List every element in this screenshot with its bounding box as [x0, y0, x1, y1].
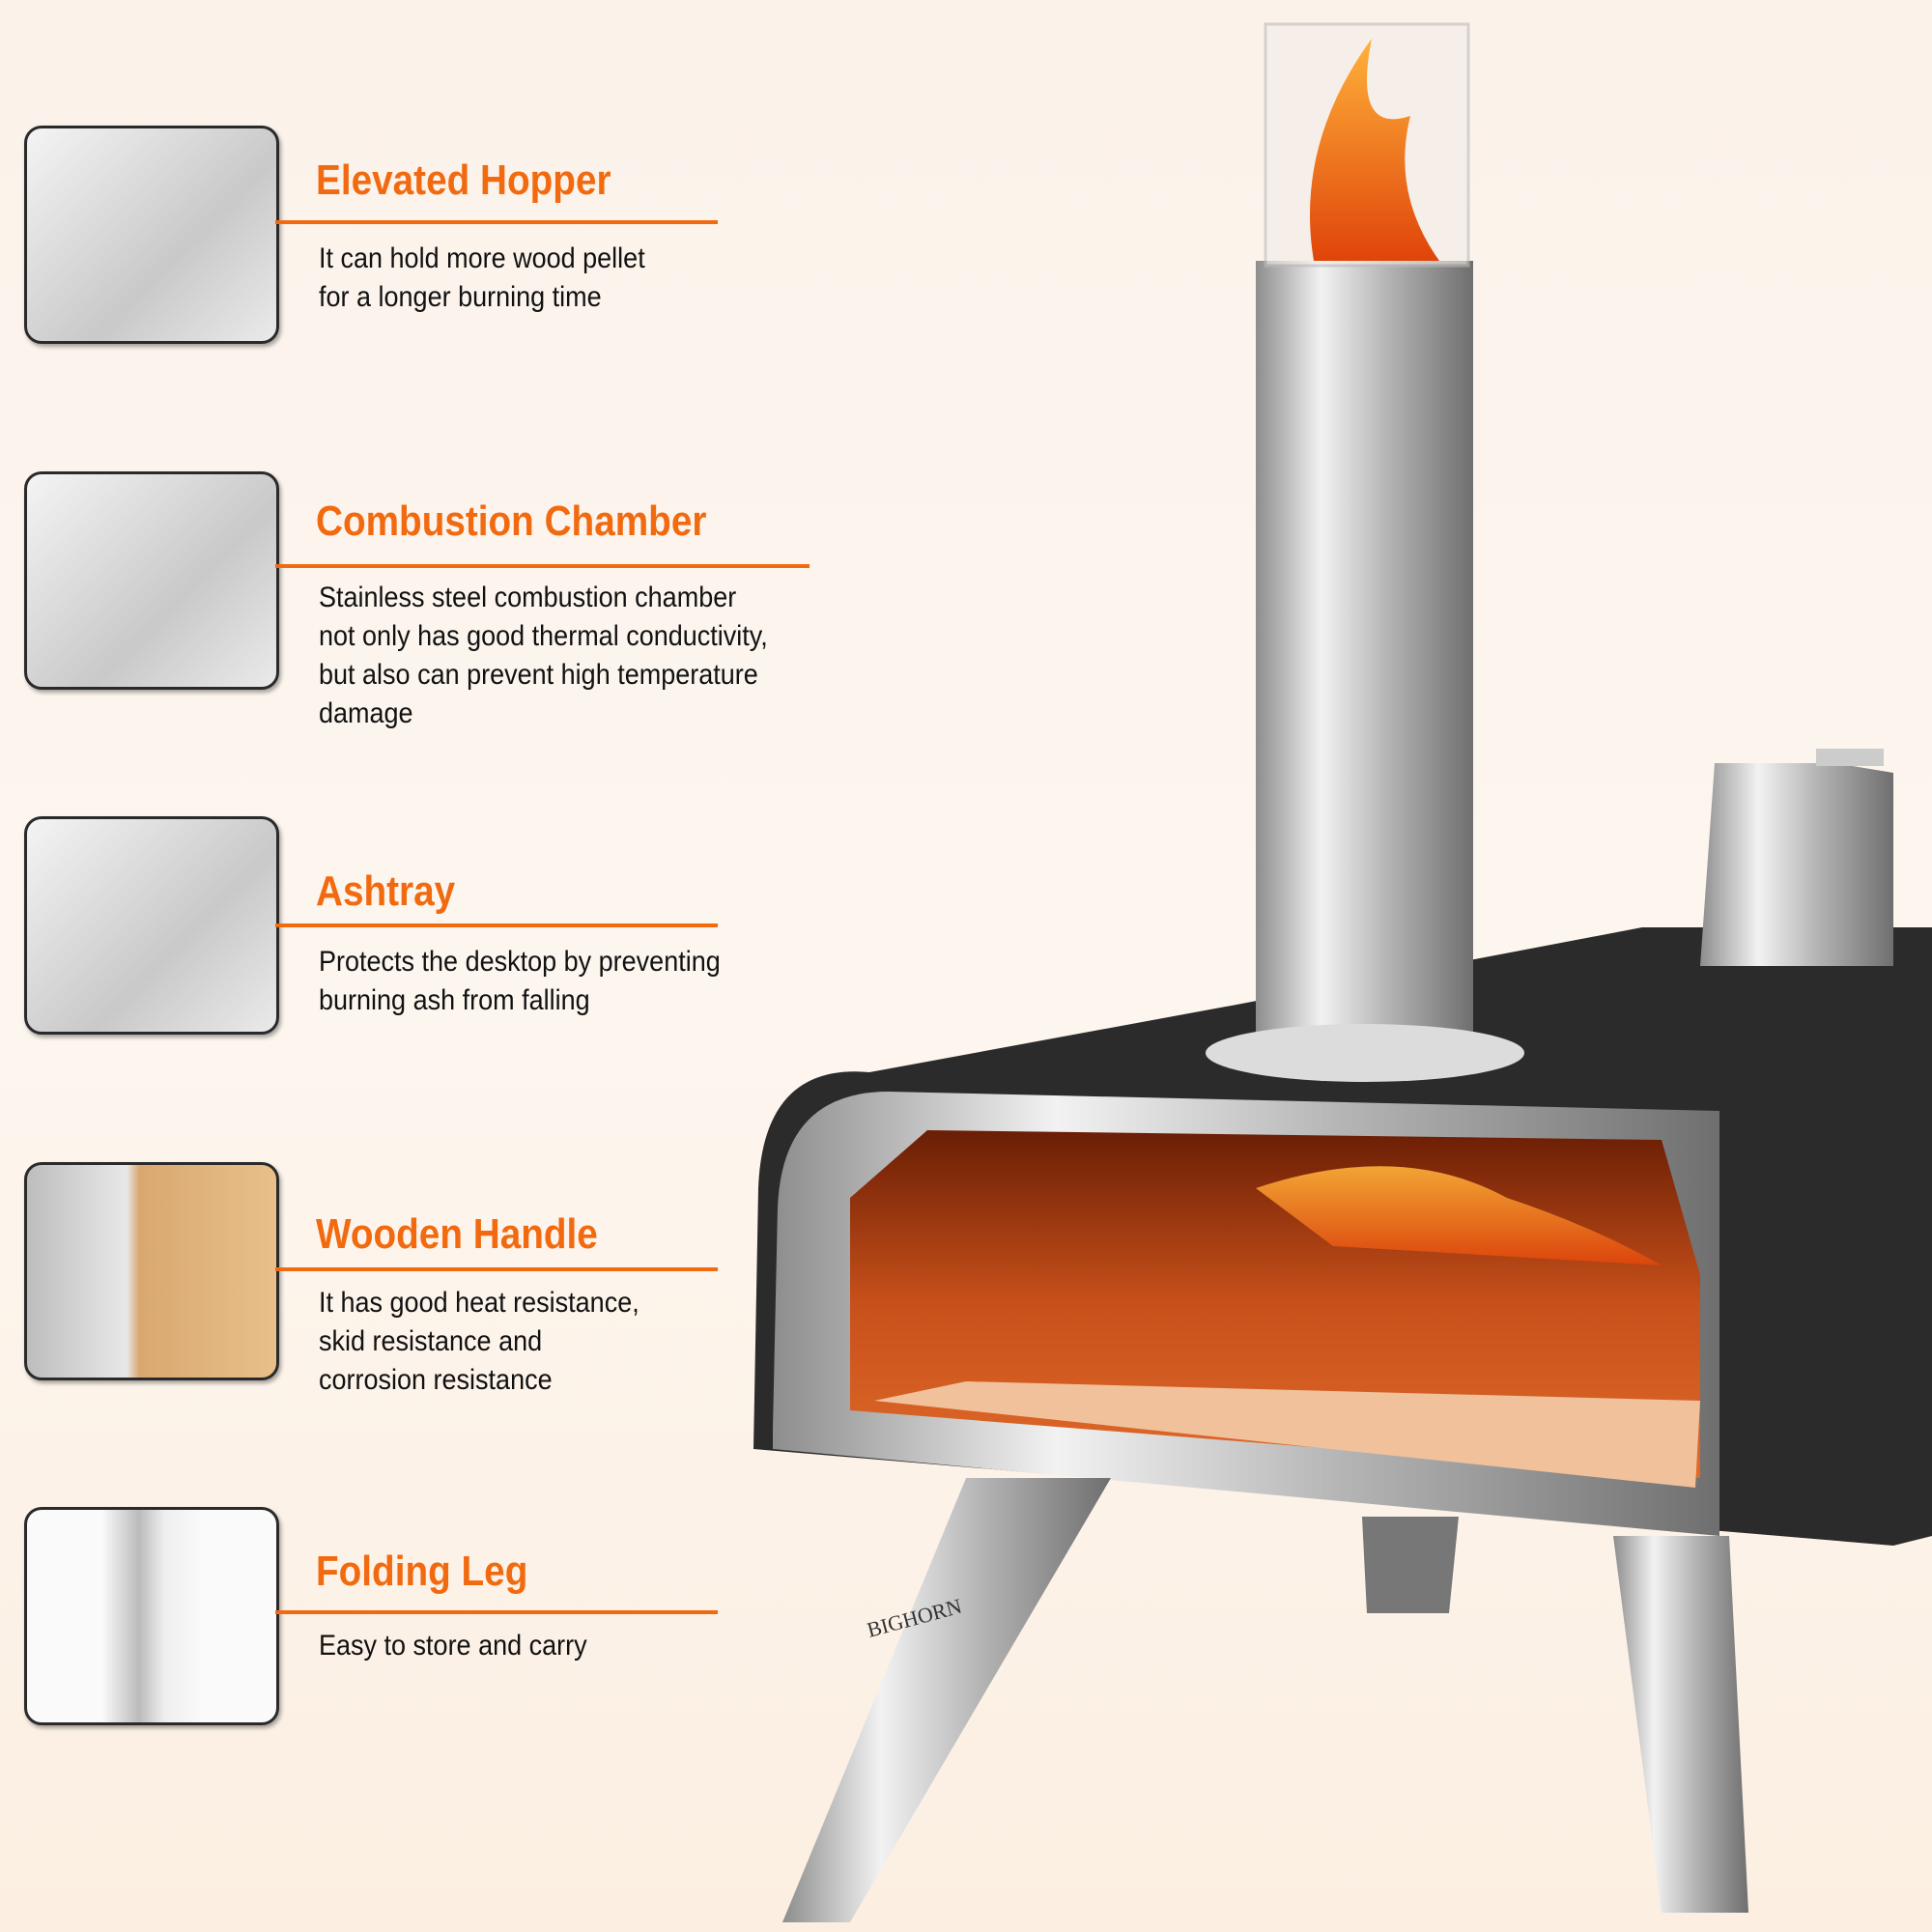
feature-description: Protects the desktop by preventing burni… [319, 943, 721, 1020]
feature-description: Easy to store and carry [319, 1627, 587, 1665]
description-line: It can hold more wood pellet [319, 242, 645, 274]
divider [275, 923, 718, 927]
divider [275, 1267, 718, 1271]
feature-title: Wooden Handle [316, 1210, 598, 1258]
description-line: but also can prevent high temperature [319, 659, 758, 691]
feature-description: Stainless steel combustion chamber not o… [319, 579, 768, 733]
feature-description: It can hold more wood pellet for a longe… [319, 240, 645, 317]
description-line: corrosion resistance [319, 1364, 553, 1396]
feature-description: It has good heat resistance, skid resist… [319, 1284, 639, 1400]
wooden-handle-thumbnail [24, 1162, 279, 1380]
divider [275, 1610, 718, 1614]
description-line: Stainless steel combustion chamber [319, 582, 737, 613]
description-line: It has good heat resistance, [319, 1287, 639, 1319]
divider [275, 564, 810, 568]
description-line: for a longer burning time [319, 281, 602, 313]
ashtray-thumbnail [24, 816, 279, 1035]
description-line: Easy to store and carry [319, 1630, 587, 1662]
feature-title: Elevated Hopper [316, 156, 611, 204]
feature-title: Folding Leg [316, 1548, 528, 1595]
description-line: burning ash from falling [319, 984, 590, 1016]
description-line: damage [319, 697, 413, 729]
feature-title: Combustion Chamber [316, 497, 707, 545]
feature-title: Ashtray [316, 867, 456, 915]
description-line: not only has good thermal conductivity, [319, 620, 768, 652]
folding-leg-thumbnail [24, 1507, 279, 1725]
divider [275, 220, 718, 224]
hopper-thumbnail [24, 126, 279, 344]
description-line: Protects the desktop by preventing [319, 946, 721, 978]
combustion-chamber-thumbnail [24, 471, 279, 690]
description-line: skid resistance and [319, 1325, 543, 1357]
